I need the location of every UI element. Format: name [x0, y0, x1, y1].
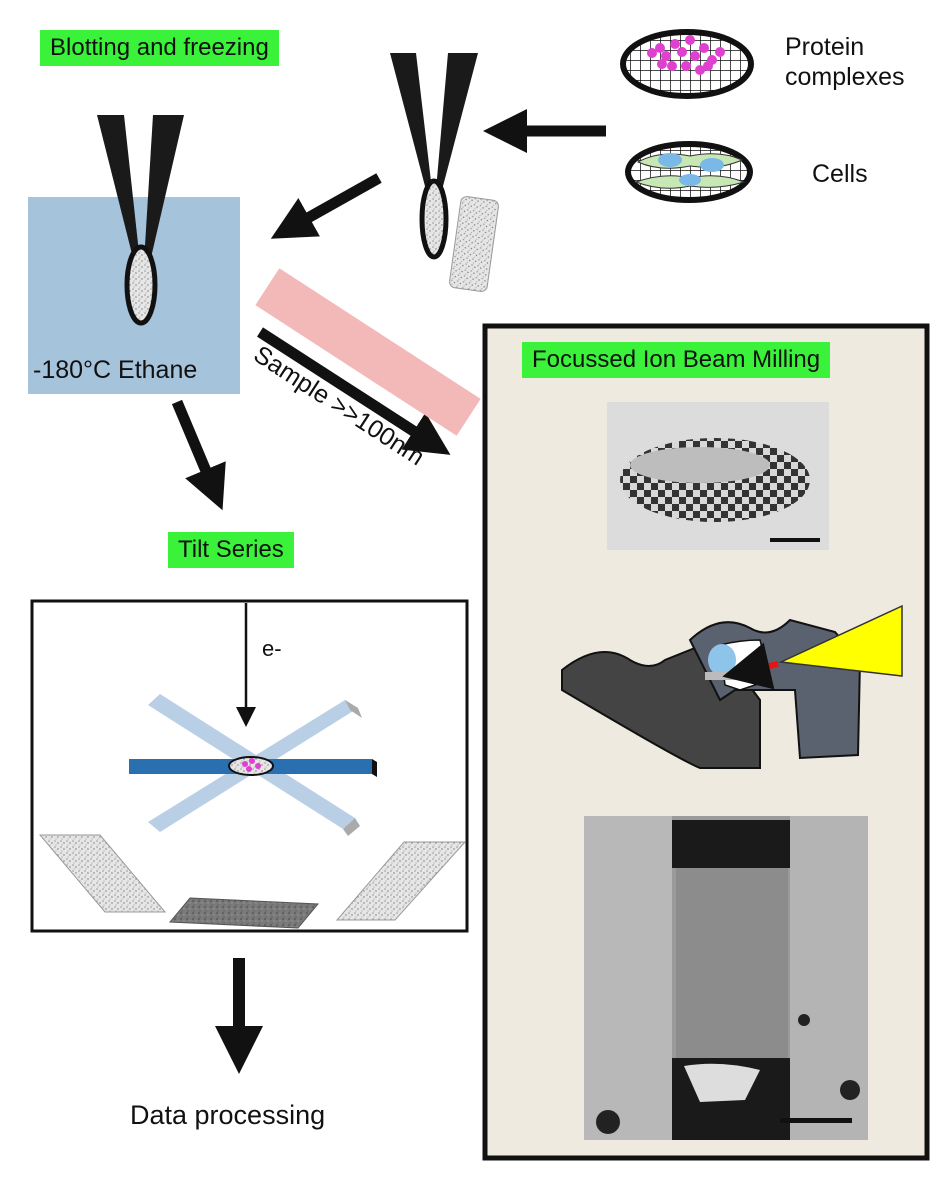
tilt-label: Tilt Series	[168, 532, 294, 568]
tilt-bars	[129, 694, 377, 836]
fib-label: Focussed Ion Beam Milling	[522, 342, 831, 378]
fib-overview-image	[607, 402, 829, 550]
ethane-label: -180°C Ethane	[33, 356, 198, 384]
projection-left	[38, 834, 167, 913]
protein-grid-icon	[620, 29, 754, 99]
blotting-label: Blotting and freezing	[40, 30, 279, 66]
projection-center	[168, 897, 320, 929]
data-processing-label: Data processing	[130, 1100, 326, 1130]
tweezers-blotting-icon	[390, 53, 478, 260]
protein-label-line1: Protein	[785, 33, 865, 61]
arrow-ethane-to-fib	[257, 327, 451, 455]
cells-grid-icon	[625, 141, 753, 203]
fib-lamella-image	[584, 816, 868, 1140]
projection-right	[335, 841, 467, 921]
arrow-tweezers-to-ethane	[270, 173, 382, 239]
tweezers-in-ethane-icon	[97, 115, 184, 326]
lamella-illustration	[561, 604, 903, 769]
blotting-paper-icon	[449, 196, 499, 292]
sample-label-box	[255, 268, 481, 436]
arrow-ethane-to-tilt	[171, 399, 226, 511]
electron-label: e-	[262, 636, 282, 661]
protein-label-line2: complexes	[785, 63, 905, 91]
protein-label: Protein complexes	[785, 32, 905, 92]
cells-label: Cells	[812, 160, 868, 188]
